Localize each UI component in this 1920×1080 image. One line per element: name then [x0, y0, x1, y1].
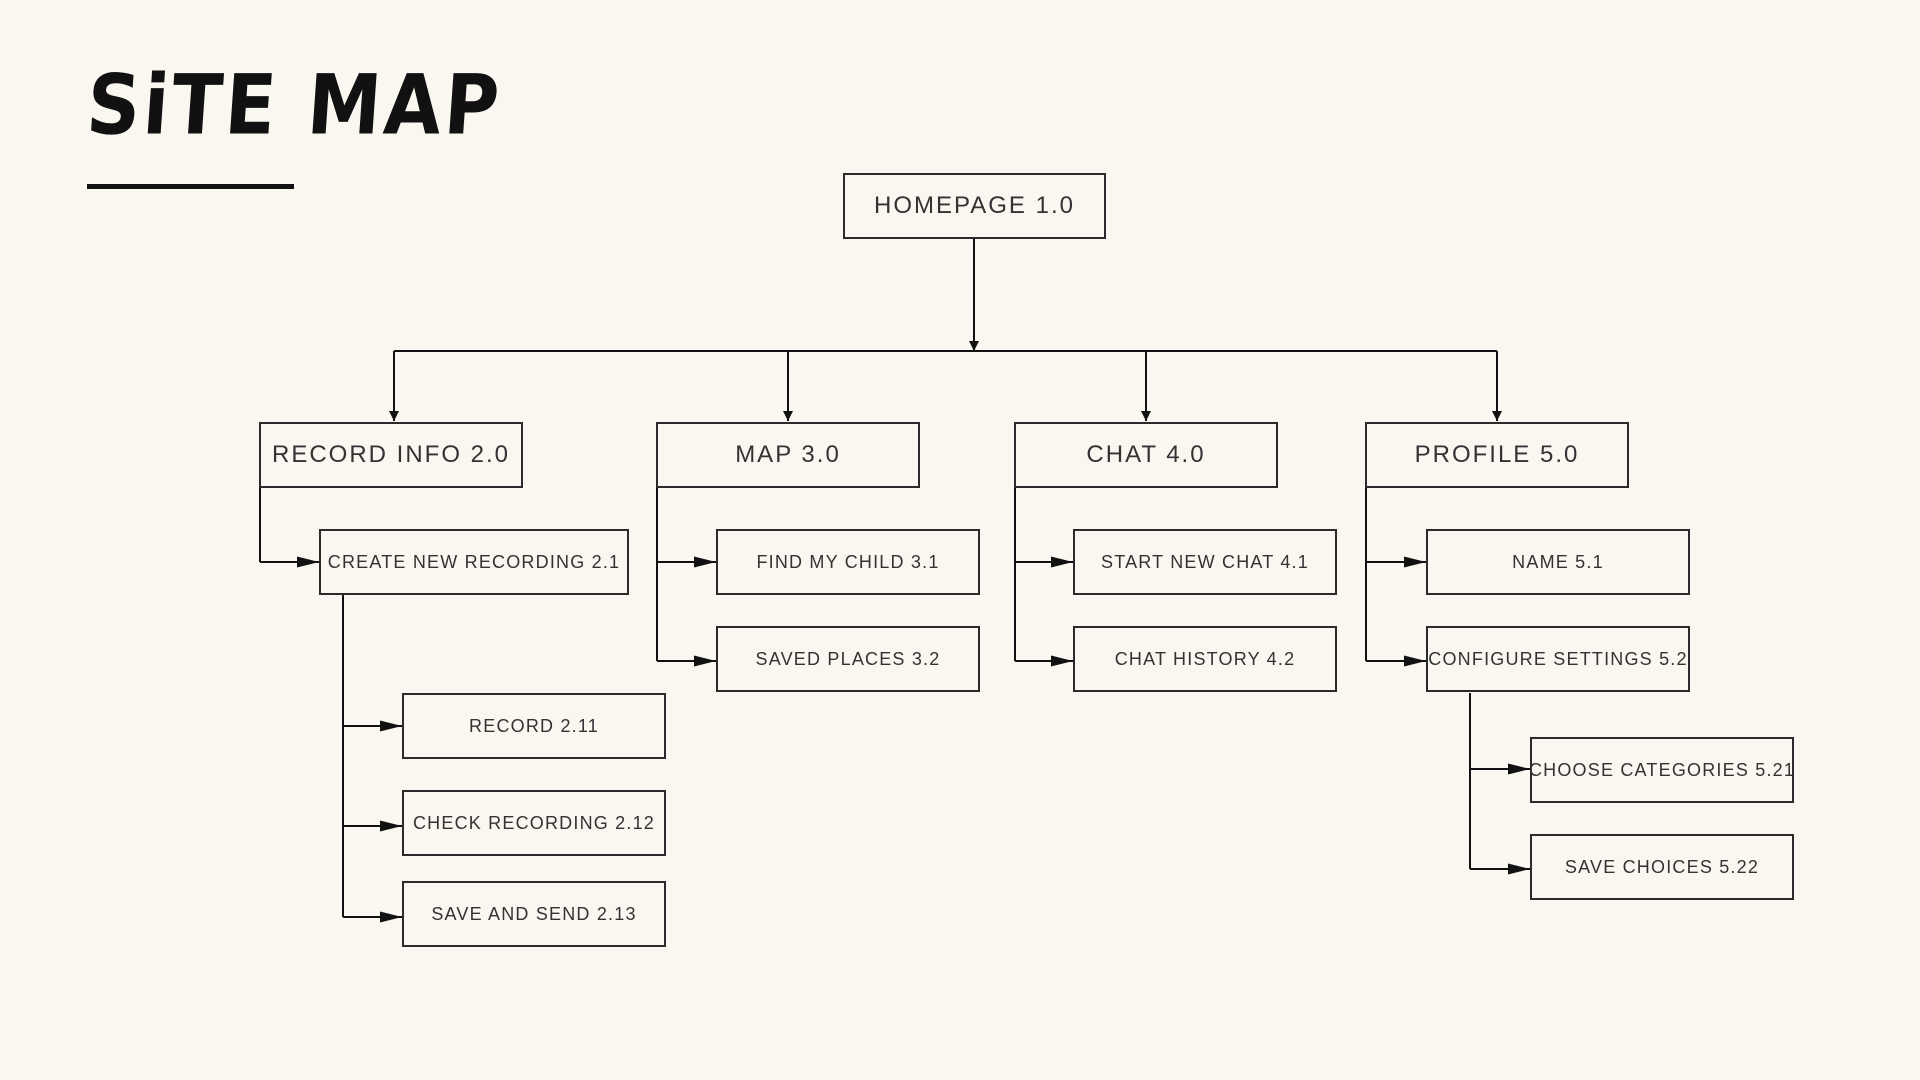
node-record-label: RECORD 2.11 — [469, 715, 599, 736]
node-create-new-recording: CREATE NEW RECORDING 2.1 — [319, 529, 629, 595]
node-find-my-child-label: FIND MY CHILD 3.1 — [756, 551, 940, 572]
node-choose-categories-label: CHOOSE CATEGORIES 5.21 — [1528, 759, 1796, 780]
node-name: NAME 5.1 — [1426, 529, 1690, 595]
node-check-recording-label: CHECK RECORDING 2.12 — [412, 812, 656, 833]
node-profile: PROFILE 5.0 — [1365, 422, 1629, 488]
node-record: RECORD 2.11 — [402, 693, 666, 759]
node-save-choices-label: SAVE CHOICES 5.22 — [1564, 856, 1760, 877]
node-map-label: MAP 3.0 — [735, 441, 841, 468]
node-start-new-chat: START NEW CHAT 4.1 — [1073, 529, 1337, 595]
node-chat: CHAT 4.0 — [1014, 422, 1278, 488]
node-chat-history-label: CHAT HISTORY 4.2 — [1114, 648, 1296, 669]
node-chat-label: CHAT 4.0 — [1086, 441, 1206, 468]
node-record-info: RECORD INFO 2.0 — [259, 422, 523, 488]
node-saved-places: SAVED PLACES 3.2 — [716, 626, 980, 692]
node-save-and-send-label: SAVE AND SEND 2.13 — [431, 903, 637, 924]
node-chat-history: CHAT HISTORY 4.2 — [1073, 626, 1337, 692]
node-name-label: NAME 5.1 — [1512, 551, 1604, 572]
node-record-info-label: RECORD INFO 2.0 — [271, 441, 511, 468]
node-map: MAP 3.0 — [656, 422, 920, 488]
node-save-and-send: SAVE AND SEND 2.13 — [402, 881, 666, 947]
node-choose-categories: CHOOSE CATEGORIES 5.21 — [1528, 737, 1796, 803]
node-configure-settings-label: CONFIGURE SETTINGS 5.2 — [1428, 648, 1688, 669]
node-profile-label: PROFILE 5.0 — [1414, 441, 1580, 468]
node-create-new-recording-label: CREATE NEW RECORDING 2.1 — [327, 551, 621, 572]
node-find-my-child: FIND MY CHILD 3.1 — [716, 529, 980, 595]
node-configure-settings: CONFIGURE SETTINGS 5.2 — [1426, 626, 1690, 692]
node-homepage: HOMEPAGE 1.0 — [843, 173, 1106, 239]
node-saved-places-label: SAVED PLACES 3.2 — [755, 648, 941, 669]
node-homepage-label: HOMEPAGE 1.0 — [874, 192, 1075, 219]
title-underline — [87, 184, 294, 189]
node-save-choices: SAVE CHOICES 5.22 — [1530, 834, 1794, 900]
node-start-new-chat-label: START NEW CHAT 4.1 — [1101, 551, 1309, 572]
node-check-recording: CHECK RECORDING 2.12 — [402, 790, 666, 856]
